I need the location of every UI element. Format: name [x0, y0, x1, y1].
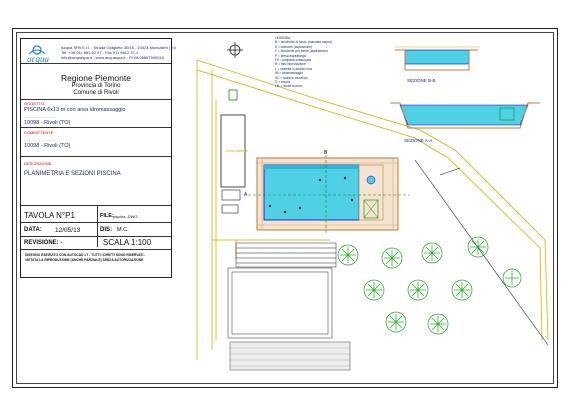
municipality-name: Comune di Rivoli [73, 90, 119, 96]
disclaimer-line-2: VIETATA LA RIPRODUZIONE (ANCHE PARZIALE)… [25, 258, 144, 262]
legend-item: F = bocchette per fondo (aspirazione) [275, 49, 329, 54]
oggetto-address: 10098 - Rivoli (TO) [24, 120, 71, 126]
tree-icon [337, 244, 359, 266]
committente-label: COMMITTENTE: [24, 130, 55, 135]
oggetto-label: OGGETTO: [24, 101, 46, 106]
legend-item: P = presa aspirafango [275, 53, 307, 58]
data-value: 12/05/13 [55, 227, 81, 234]
legend-item: L = scaletta in acciaio inox [275, 66, 313, 71]
outer-frame [12, 28, 558, 388]
legend-item: SC = scala in muratura [275, 75, 308, 80]
file-value: piscina .DWG [113, 214, 138, 219]
section-marker-a: A [244, 192, 248, 198]
property-lines [196, 59, 549, 360]
file-label: FILE: [100, 213, 114, 219]
legend-item: B = bocchette di fondo (mandata acqua) [275, 40, 332, 45]
section-bb-label: SEZIONE B-B [407, 78, 436, 83]
company-info-1: Acqua SPA S.r.l. - Strada Graglieto 30/1… [61, 45, 176, 50]
tree-icon [467, 236, 489, 258]
legend-item: IM = idromassaggio [275, 71, 303, 76]
legend-item: R = faro illuminazione [275, 62, 306, 67]
legend: LEGENDA B = bocchette di fondo (mandata … [275, 36, 332, 89]
tree-icon [385, 311, 407, 333]
scale: SCALA 1:100 [103, 238, 152, 247]
tree-icon [451, 279, 473, 301]
title-block: acqua Acqua SPA S.r.l. - Strada Gragliet… [20, 38, 176, 278]
steps [227, 242, 337, 339]
section-marker-b: B [324, 150, 328, 156]
oggetto-value: PISCINA 6x13 m con area idromassaggio [24, 107, 126, 113]
company-logo: acqua [27, 45, 49, 64]
legend-item: LM = locale tecnico [275, 84, 303, 89]
tree-icon [421, 242, 443, 264]
tree-icon [363, 279, 385, 301]
legend-title: LEGENDA [275, 36, 291, 40]
pool-area-label: Zona solarium [226, 149, 248, 153]
tree-icon [407, 279, 429, 301]
company-info-2: Tel. +39 011 681.62.97 - Fax 011 6812.37… [61, 50, 139, 55]
disclaimer-line-1: DISEGNO ESEGUITO CON AUTOCAD LT - TUTTI … [25, 253, 146, 257]
data-label: DATA: [24, 227, 42, 233]
tavola-number: TAVOLA N°P1 [24, 211, 75, 220]
north-arrow-icon [227, 42, 243, 58]
descrizione-value: PLANIMETRIA E SEZIONI PISCINA [24, 171, 121, 177]
tree-icon [427, 313, 449, 335]
legend-item: FA = lampada subacquea [275, 58, 312, 63]
committente-address: 10098 - Rivoli (TO) [24, 143, 71, 149]
driveway [229, 341, 351, 371]
revisione: REVISIONE: - [24, 240, 63, 246]
dis-label: DIS: [100, 227, 112, 233]
tree-icon [502, 268, 522, 288]
legend-item: D = doccia [275, 80, 291, 85]
section-aa-label: SEZIONE A-A [404, 138, 432, 143]
company-info-3: info@acquaspa.it - www.acquaspa.it - P.I… [61, 55, 164, 60]
trees [337, 236, 522, 335]
section-bb-drawing [395, 46, 480, 71]
logo-text: acqua [27, 54, 49, 64]
legend-item: S = skimmer (aspirazione) [275, 44, 313, 49]
section-aa-drawing [390, 102, 540, 129]
dis-value: M.C. [117, 227, 129, 233]
tree-icon [381, 247, 403, 269]
province-name: Provincia di Torino [71, 83, 121, 89]
tech-room [220, 114, 246, 188]
region-name: Regione Piemonte [61, 73, 131, 83]
site-plan: A B Zona solarium [196, 42, 549, 371]
inner-frame [16, 32, 554, 384]
descrizione-label: DESCRIZIONE: [24, 161, 53, 166]
pool-water [263, 164, 360, 221]
